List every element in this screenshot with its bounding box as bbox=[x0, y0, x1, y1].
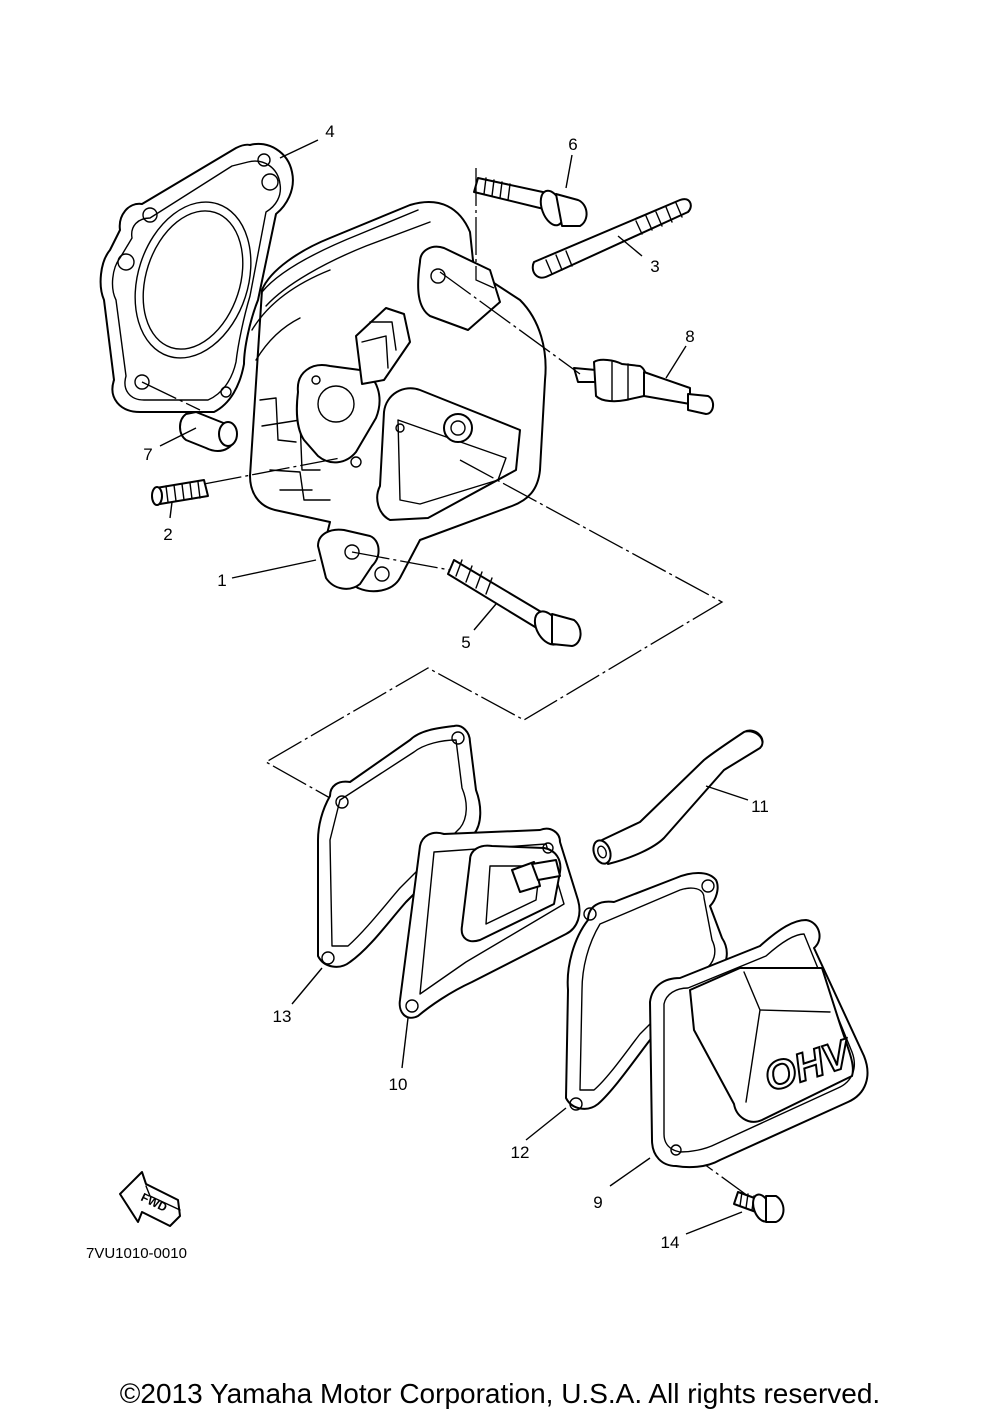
dowel-pin bbox=[179, 411, 238, 452]
callout-5: 5 bbox=[461, 633, 470, 652]
head-gasket bbox=[99, 142, 294, 413]
alignment-lines bbox=[141, 168, 749, 1197]
callout-8: 8 bbox=[685, 327, 694, 346]
valve-cover: OHV bbox=[649, 919, 869, 1169]
fwd-arrow-icon: FWD bbox=[119, 1171, 181, 1227]
leader-lines bbox=[159, 139, 749, 1235]
callout-3: 3 bbox=[650, 257, 659, 276]
callout-14: 14 bbox=[661, 1233, 680, 1252]
breather-hose bbox=[592, 729, 764, 865]
breather-plate bbox=[398, 827, 581, 1019]
flange-bolt-upper bbox=[473, 177, 588, 227]
figure-code: 7VU1010-0010 bbox=[86, 1245, 187, 1262]
callout-numbers: 1 2 3 4 5 6 7 8 9 10 11 12 13 14 bbox=[143, 122, 769, 1252]
callout-4: 4 bbox=[325, 122, 334, 141]
callout-6: 6 bbox=[568, 135, 577, 154]
cover-bolt bbox=[733, 1191, 785, 1223]
rocker-gasket-inner bbox=[317, 724, 482, 968]
spark-plug bbox=[573, 358, 714, 415]
callout-7: 7 bbox=[143, 445, 152, 464]
stud-long bbox=[531, 198, 692, 279]
callout-2: 2 bbox=[163, 525, 172, 544]
copyright-notice: ©2013 Yamaha Motor Corporation, U.S.A. A… bbox=[119, 1378, 881, 1409]
callout-13: 13 bbox=[273, 1007, 292, 1026]
flange-bolt-lower bbox=[447, 559, 582, 647]
cylinder-head bbox=[249, 201, 547, 593]
callout-10: 10 bbox=[389, 1075, 408, 1094]
callout-1: 1 bbox=[217, 571, 226, 590]
callout-9: 9 bbox=[593, 1193, 602, 1212]
callout-11: 11 bbox=[751, 797, 769, 816]
stud-short bbox=[151, 479, 209, 506]
callout-12: 12 bbox=[511, 1143, 530, 1162]
